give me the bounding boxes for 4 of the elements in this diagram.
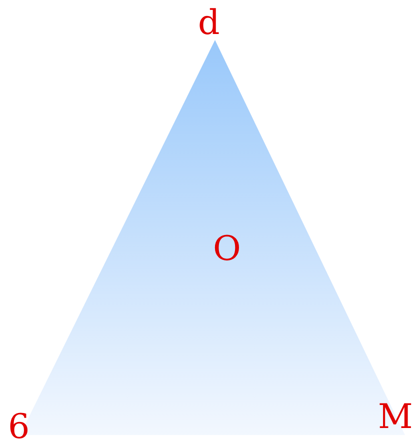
handwritten-letter: M <box>378 400 413 434</box>
handwritten-letter: O <box>213 232 241 266</box>
handwritten-letter: d <box>198 6 220 40</box>
handwritten-letter: 6 <box>8 410 30 444</box>
